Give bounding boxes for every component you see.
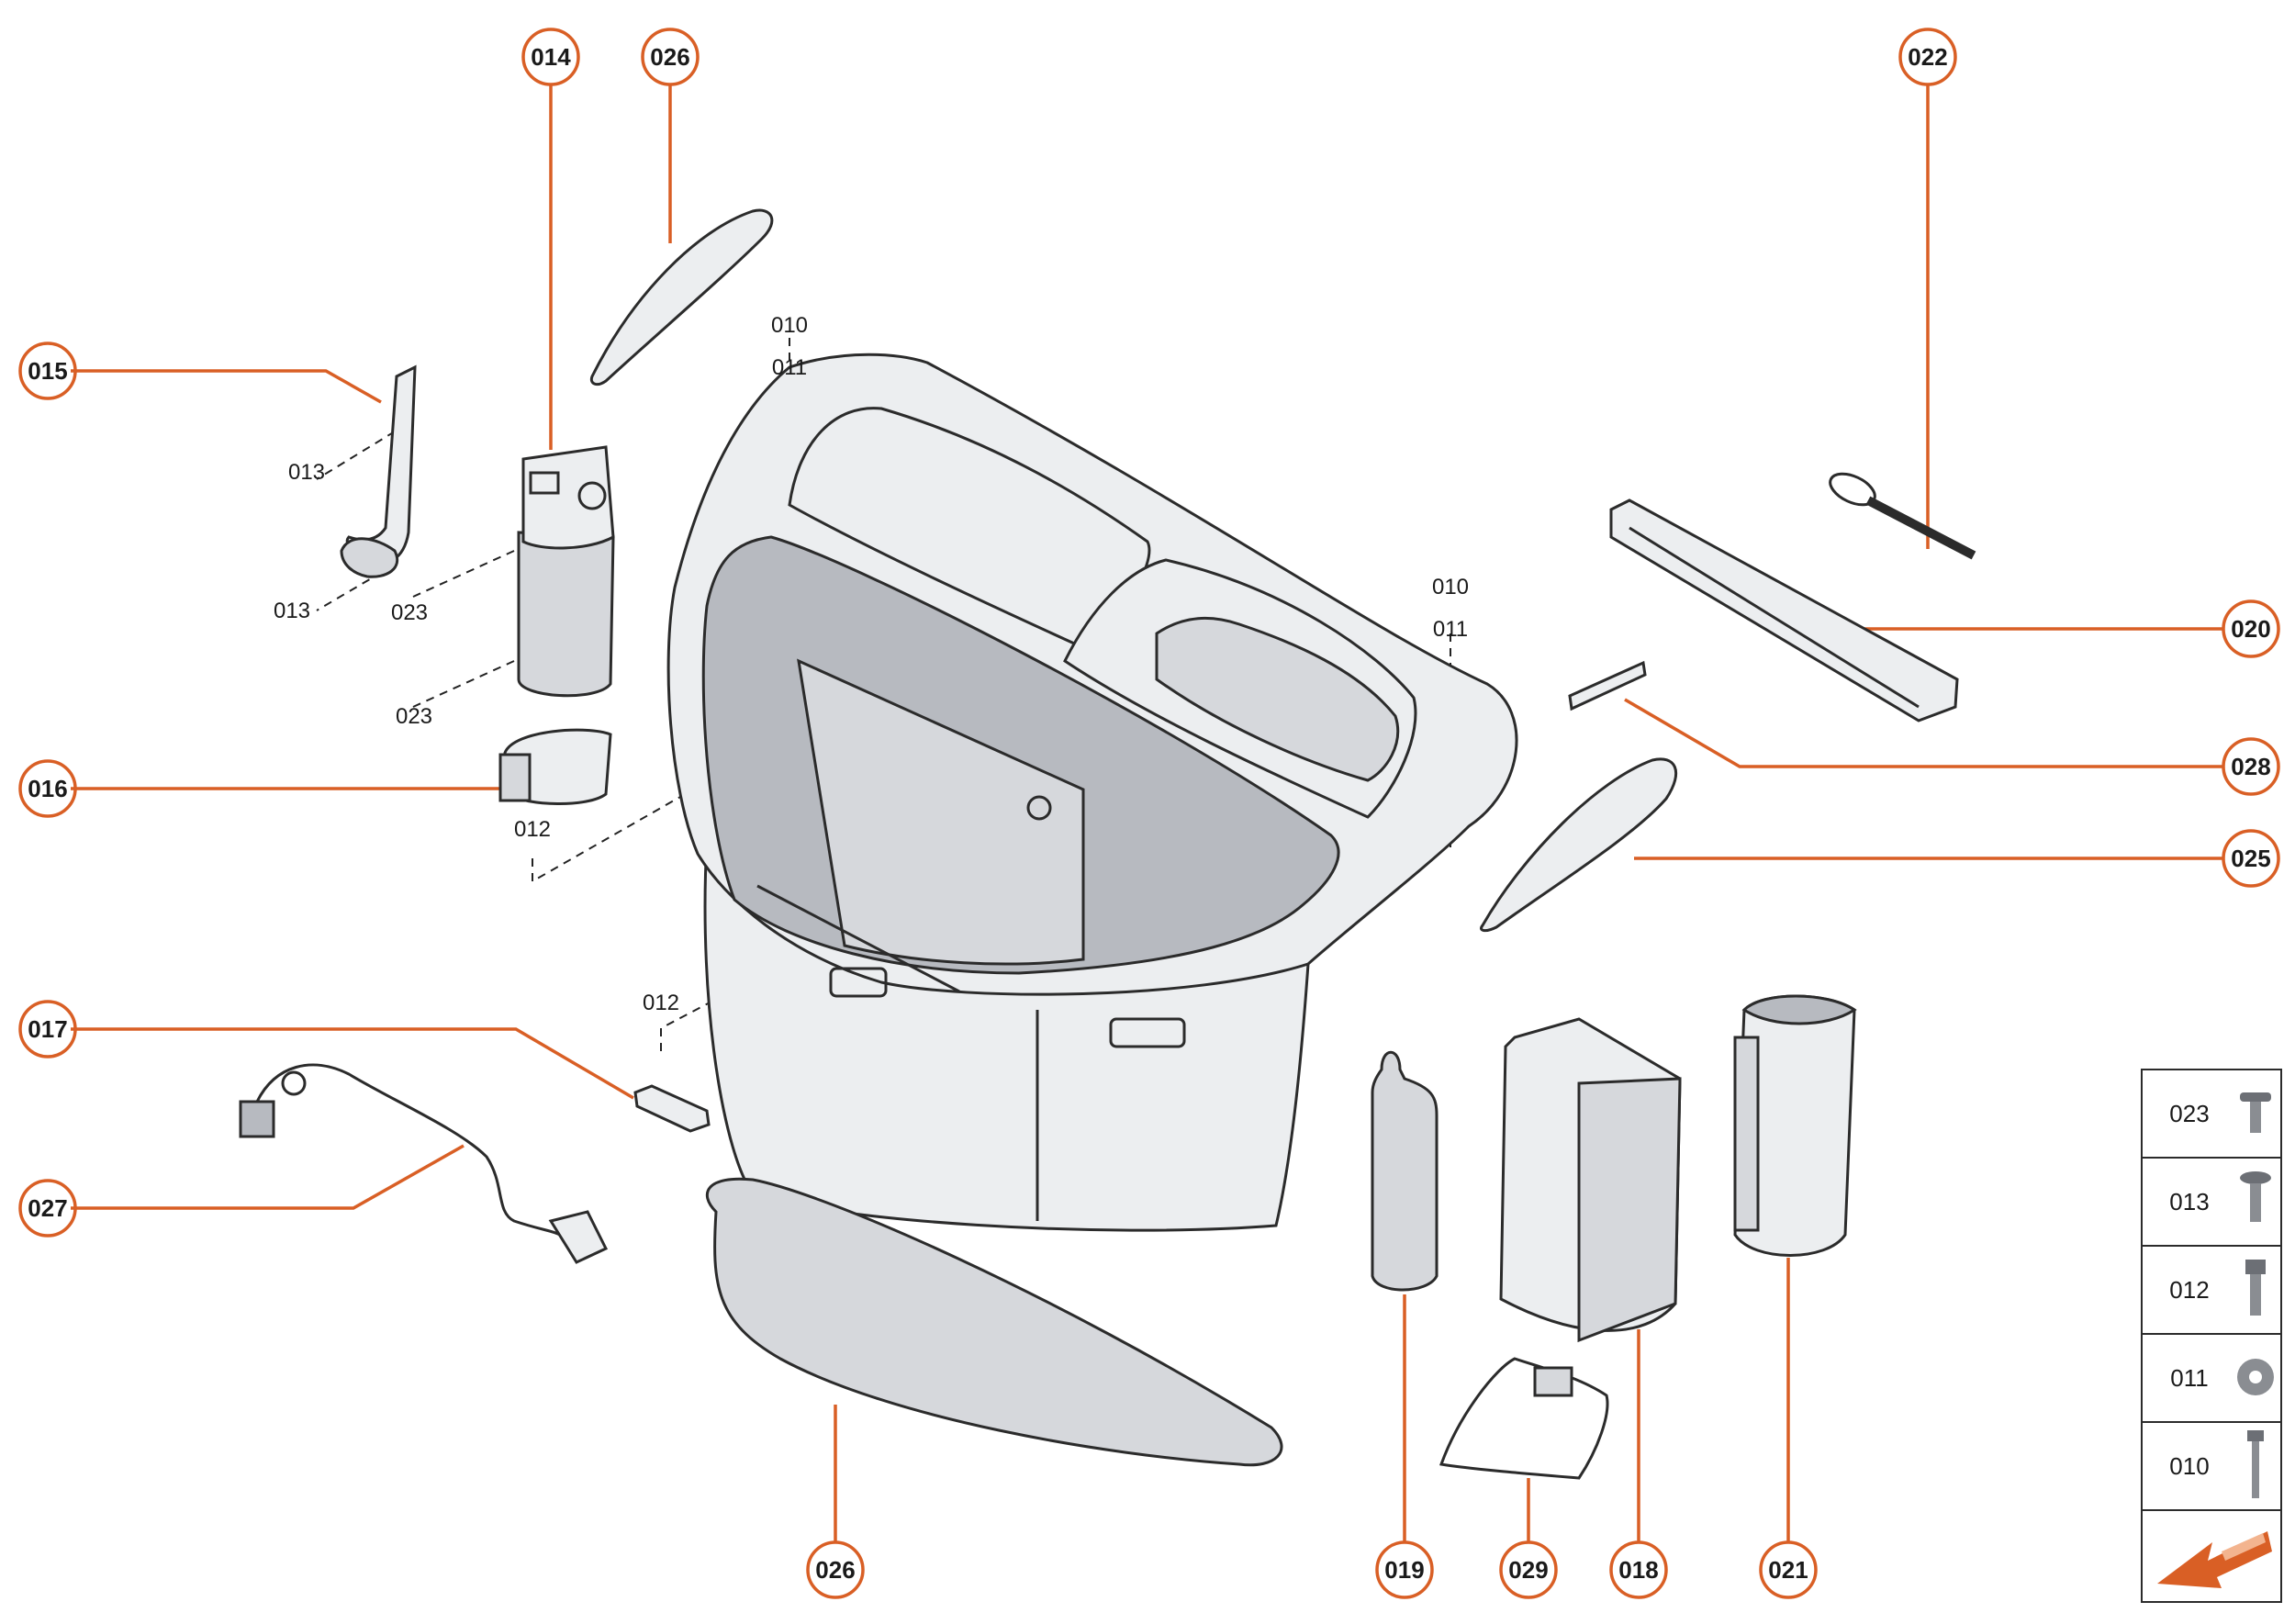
callout-025: 025: [2222, 829, 2280, 888]
svg-text:018: 018: [1618, 1556, 1658, 1584]
callout-018: 018: [1609, 1540, 1668, 1599]
ref-010-top: 010: [771, 313, 808, 338]
callout-021: 021: [1759, 1540, 1818, 1599]
clamp-band: [498, 728, 612, 805]
mounting-bracket: [340, 364, 417, 578]
ref-010-right: 010: [1432, 575, 1469, 599]
svg-text:023: 023: [2169, 1100, 2209, 1127]
callout-022: 022: [1898, 28, 1957, 86]
svg-text:013: 013: [2169, 1188, 2209, 1215]
svg-text:015: 015: [28, 357, 67, 385]
connector-plug: [633, 1084, 711, 1133]
screw-013-icon: [2240, 1171, 2271, 1222]
trim-panel-right: [1480, 757, 1678, 933]
ref-011-top: 011: [772, 355, 807, 380]
legend-row-011: 011: [2170, 1359, 2274, 1395]
measuring-strip: [1609, 498, 1959, 722]
svg-text:019: 019: [1384, 1556, 1424, 1584]
floor-mat: [706, 1177, 1283, 1467]
legend-row-013: 013: [2169, 1171, 2271, 1222]
first-aid-case: [1733, 994, 1857, 1257]
svg-text:017: 017: [28, 1015, 67, 1043]
ref-012-a: 012: [514, 817, 551, 842]
svg-text:011: 011: [2170, 1364, 2208, 1392]
callout-017: 017: [18, 1000, 77, 1058]
callout-014: 014: [521, 28, 580, 86]
callout-027: 027: [18, 1179, 77, 1238]
ref-013-a: 013: [288, 460, 325, 485]
legend-row-010: 010: [2169, 1430, 2264, 1498]
legend-row-012: 012: [2169, 1260, 2266, 1316]
reference-labels: 010 011 010 011 013 013 023 023 012 012: [274, 313, 1469, 1015]
svg-text:027: 027: [28, 1194, 67, 1222]
screw-010-icon: [2247, 1430, 2264, 1498]
fire-extinguisher: [517, 445, 615, 698]
adhesive-pad: [1568, 660, 1647, 711]
svg-text:021: 021: [1768, 1556, 1808, 1584]
svg-text:012: 012: [2169, 1276, 2209, 1304]
callout-026-top: 026: [641, 28, 700, 86]
ref-013-b: 013: [274, 599, 310, 623]
legend-row-023: 023: [2169, 1092, 2271, 1133]
strap: [1439, 1357, 1609, 1480]
svg-text:020: 020: [2231, 615, 2270, 643]
svg-text:016: 016: [28, 775, 67, 802]
pouch-box: [1499, 1017, 1682, 1343]
svg-text:014: 014: [531, 43, 571, 71]
bolt-012-icon: [2245, 1260, 2266, 1316]
ref-011-right: 011: [1433, 617, 1468, 642]
direction-arrow-icon: [2157, 1531, 2272, 1588]
callout-029: 029: [1499, 1540, 1558, 1599]
callout-020: 020: [2222, 599, 2280, 658]
tow-hook: [1829, 472, 1976, 560]
washer-011-icon: [2237, 1359, 2274, 1395]
callout-015: 015: [18, 342, 77, 400]
callouts: 014 026 022 015 020 016 028 025 017 027 …: [18, 28, 2280, 1599]
ref-012-b: 012: [643, 991, 679, 1015]
svg-text:029: 029: [1508, 1556, 1548, 1584]
screw-023-icon: [2240, 1092, 2271, 1133]
ref-023-b: 023: [396, 704, 432, 729]
fastener-legend: 023 013 012 011: [2141, 1069, 2282, 1603]
callout-026-bottom: 026: [806, 1540, 865, 1599]
callout-016: 016: [18, 759, 77, 818]
callout-028: 028: [2222, 737, 2280, 796]
cable-harness: [239, 1063, 609, 1264]
svg-text:028: 028: [2231, 753, 2270, 780]
svg-text:022: 022: [1908, 43, 1947, 71]
ref-023-a: 023: [391, 600, 428, 625]
bottle: [1371, 1050, 1439, 1292]
svg-text:026: 026: [650, 43, 689, 71]
trim-panel-top: [589, 208, 774, 386]
leader-lines: [71, 84, 2223, 1542]
storage-box: [666, 353, 1518, 1232]
callout-019: 019: [1375, 1540, 1434, 1599]
svg-text:026: 026: [815, 1556, 855, 1584]
svg-text:010: 010: [2169, 1452, 2209, 1480]
svg-text:025: 025: [2231, 845, 2270, 872]
